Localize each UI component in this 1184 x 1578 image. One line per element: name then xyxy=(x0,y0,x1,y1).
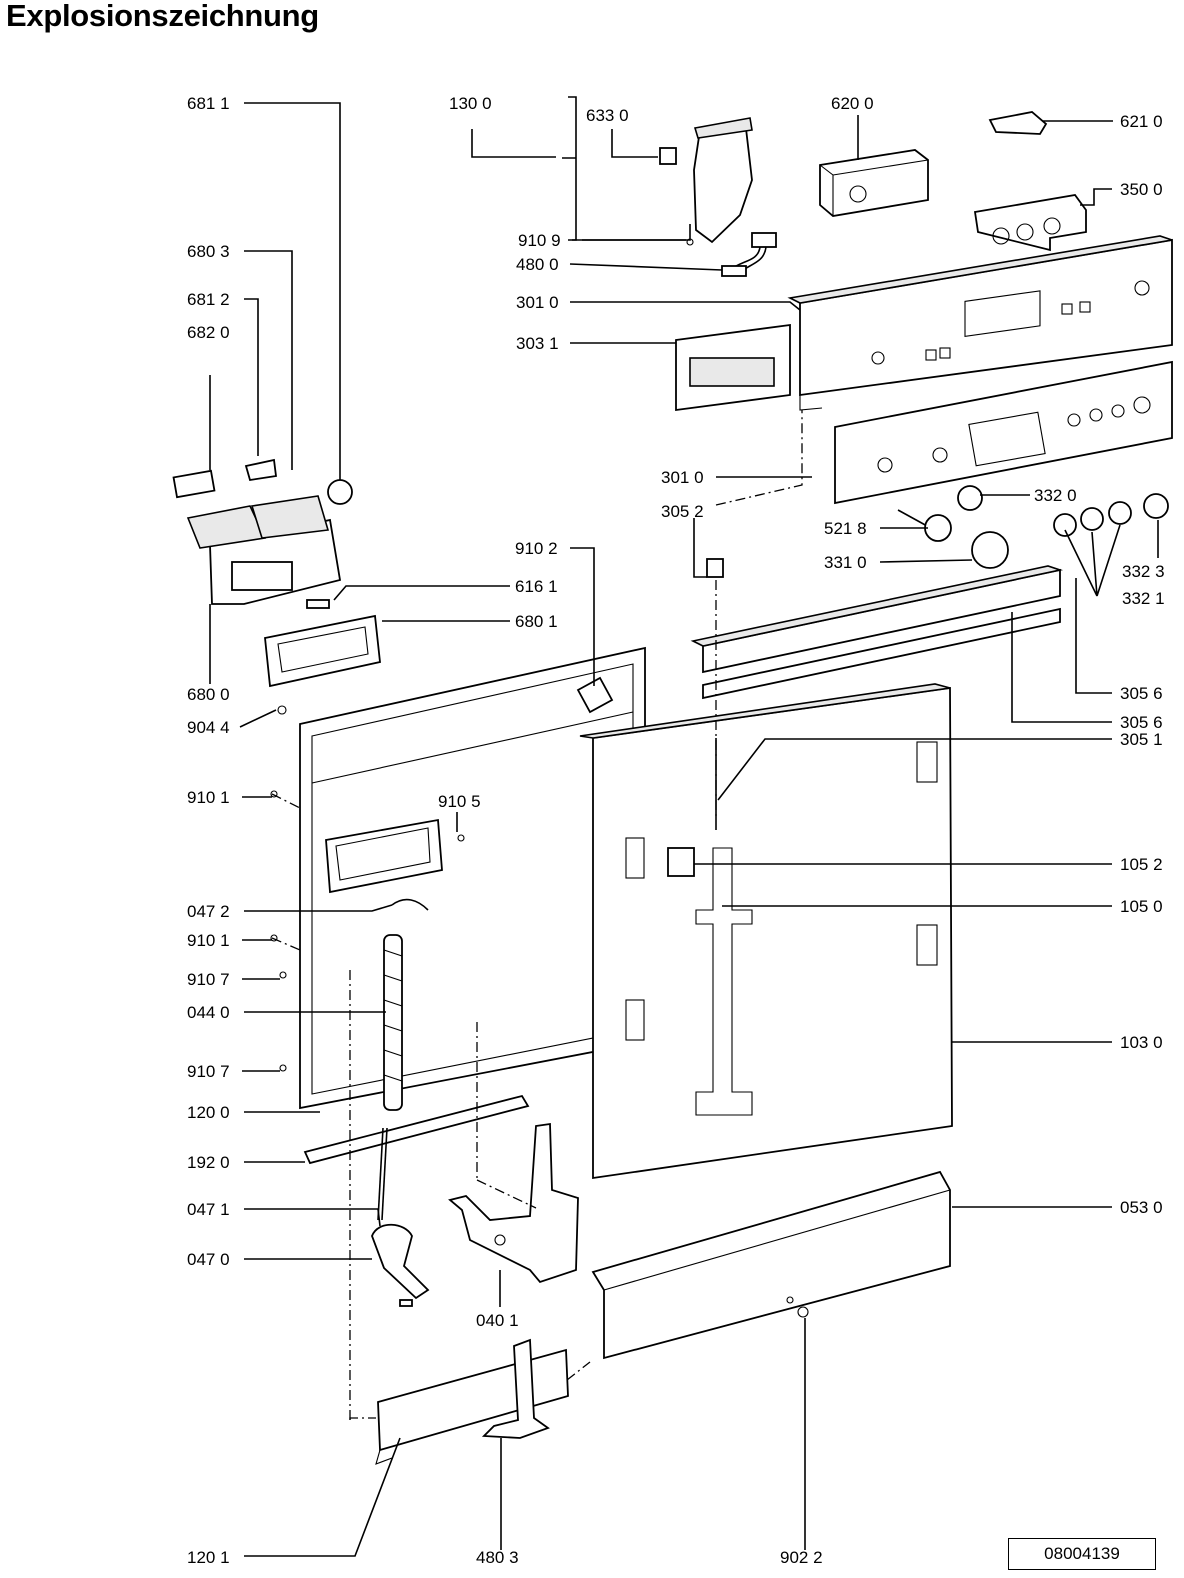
label-902-2: 902 2 xyxy=(780,1548,823,1567)
label-616-1: 616 1 xyxy=(515,577,558,596)
label-681-1: 681 1 xyxy=(187,94,230,113)
label-350-0: 350 0 xyxy=(1120,180,1163,199)
label-305-6-lower: 305 6 xyxy=(1120,713,1163,732)
label-105-2: 105 2 xyxy=(1120,855,1163,874)
inner-door-panel xyxy=(270,646,646,1110)
label-047-0: 047 0 xyxy=(187,1250,230,1269)
label-680-1: 680 1 xyxy=(515,612,558,631)
label-120-0: 120 0 xyxy=(187,1103,230,1122)
label-303-1: 303 1 xyxy=(516,334,559,353)
label-910-1-upper: 910 1 xyxy=(187,788,230,807)
bottom-door-strip xyxy=(375,1348,569,1465)
label-120-1: 120 1 xyxy=(187,1548,230,1567)
door-spring xyxy=(383,898,429,1111)
control-panel-housing xyxy=(787,235,1173,411)
label-301-0-upper: 301 0 xyxy=(516,293,559,312)
label-521-8: 521 8 xyxy=(824,519,867,538)
door-lock xyxy=(659,117,753,244)
label-305-2: 305 2 xyxy=(661,502,704,521)
label-105-0: 105 0 xyxy=(1120,897,1163,916)
stud-bolt xyxy=(706,558,724,578)
bottom-bracket xyxy=(481,1338,550,1439)
leader-lines xyxy=(209,96,1159,1557)
door-hinge xyxy=(448,1122,579,1284)
outer-door-panel xyxy=(579,683,953,1180)
document-number-box: 08004139 xyxy=(1008,1538,1156,1570)
label-044-0: 044 0 xyxy=(187,1003,230,1022)
label-040-1: 040 1 xyxy=(476,1311,519,1330)
door-rail-lower xyxy=(702,607,1061,700)
label-305-1: 305 1 xyxy=(1120,730,1163,749)
label-130-0: 130 0 xyxy=(449,94,492,113)
label-910-5: 910 5 xyxy=(438,792,481,811)
small-circuit-board xyxy=(988,111,1048,135)
label-305-6-upper: 305 6 xyxy=(1120,684,1163,703)
label-103-0: 103 0 xyxy=(1120,1033,1163,1052)
buttons-and-knobs xyxy=(897,485,1169,569)
page-title: Explosionszeichnung xyxy=(6,0,319,33)
label-620-0: 620 0 xyxy=(831,94,874,113)
label-047-2: 047 2 xyxy=(187,902,230,921)
hinge-bracket xyxy=(576,676,614,714)
label-682-0: 682 0 xyxy=(187,323,230,342)
label-910-9: 910 9 xyxy=(518,231,561,250)
kick-plate xyxy=(591,1170,951,1360)
control-pcb xyxy=(973,194,1087,252)
door-strip xyxy=(303,1094,530,1165)
front-panel xyxy=(834,360,1173,505)
spring-rod-and-pulley xyxy=(371,1127,430,1307)
label-910-7-lower: 910 7 xyxy=(187,1062,230,1081)
detergent-dispenser xyxy=(172,458,353,609)
label-910-7-upper: 910 7 xyxy=(187,970,230,989)
door-rail-upper xyxy=(690,565,1064,674)
door-handle xyxy=(675,323,791,412)
document-number: 08004139 xyxy=(1044,1544,1120,1563)
label-621-0: 621 0 xyxy=(1120,112,1163,131)
label-910-2: 910 2 xyxy=(515,539,558,558)
label-331-0: 331 0 xyxy=(824,553,867,572)
label-680-3: 680 3 xyxy=(187,242,230,261)
label-480-0: 480 0 xyxy=(516,255,559,274)
label-332-0: 332 0 xyxy=(1034,486,1077,505)
label-480-3: 480 3 xyxy=(476,1548,519,1567)
label-332-3: 332 3 xyxy=(1122,562,1165,581)
label-681-2: 681 2 xyxy=(187,290,230,309)
label-633-0: 633 0 xyxy=(586,106,629,125)
label-332-1: 332 1 xyxy=(1122,589,1165,608)
label-053-0: 053 0 xyxy=(1120,1198,1163,1217)
label-192-0: 192 0 xyxy=(187,1153,230,1172)
electronic-module xyxy=(819,149,929,217)
dispenser-seal xyxy=(264,614,381,688)
label-301-0-lower: 301 0 xyxy=(661,468,704,487)
label-910-1-lower: 910 1 xyxy=(187,931,230,950)
label-680-0: 680 0 xyxy=(187,685,230,704)
label-904-4: 904 4 xyxy=(187,718,230,737)
label-047-1: 047 1 xyxy=(187,1200,230,1219)
